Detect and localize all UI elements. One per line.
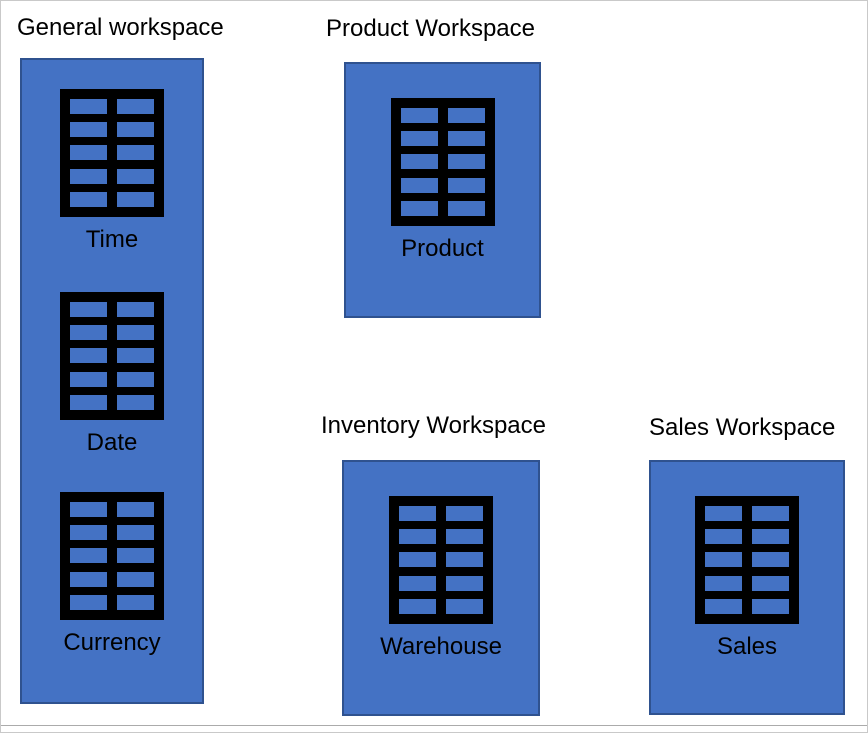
- table-label-product: Product: [401, 235, 484, 262]
- table-item-product: Product: [346, 98, 539, 263]
- table-item-sales: Sales: [651, 496, 843, 661]
- table-label-sales: Sales: [716, 633, 778, 660]
- table-icon: [60, 89, 164, 217]
- workspace-box-product: Product: [344, 62, 541, 318]
- workspace-box-general: Time Date: [20, 58, 204, 704]
- workspace-title-general: General workspace: [17, 14, 224, 41]
- table-item-time: Time: [22, 89, 202, 254]
- table-icon: [60, 292, 164, 420]
- table-label-warehouse: Warehouse: [380, 633, 502, 660]
- table-icon: [389, 496, 493, 624]
- table-item-warehouse: Warehouse: [344, 496, 538, 661]
- workspace-title-product: Product Workspace: [326, 15, 535, 42]
- table-item-date: Date: [22, 292, 202, 457]
- bottom-edge-divider: [1, 725, 867, 726]
- workspace-title-sales: Sales Workspace: [649, 414, 836, 441]
- table-icon: [695, 496, 799, 624]
- table-icon: [390, 98, 495, 226]
- table-label-currency: Currency: [63, 629, 161, 656]
- workspace-box-inventory: Warehouse: [342, 460, 540, 716]
- workspace-box-sales: Sales: [649, 460, 845, 715]
- table-label-time: Time: [85, 226, 139, 253]
- table-item-currency: Currency: [22, 492, 202, 657]
- table-icon: [60, 492, 164, 620]
- table-label-date: Date: [86, 429, 138, 456]
- workspace-title-inventory: Inventory Workspace: [321, 412, 546, 439]
